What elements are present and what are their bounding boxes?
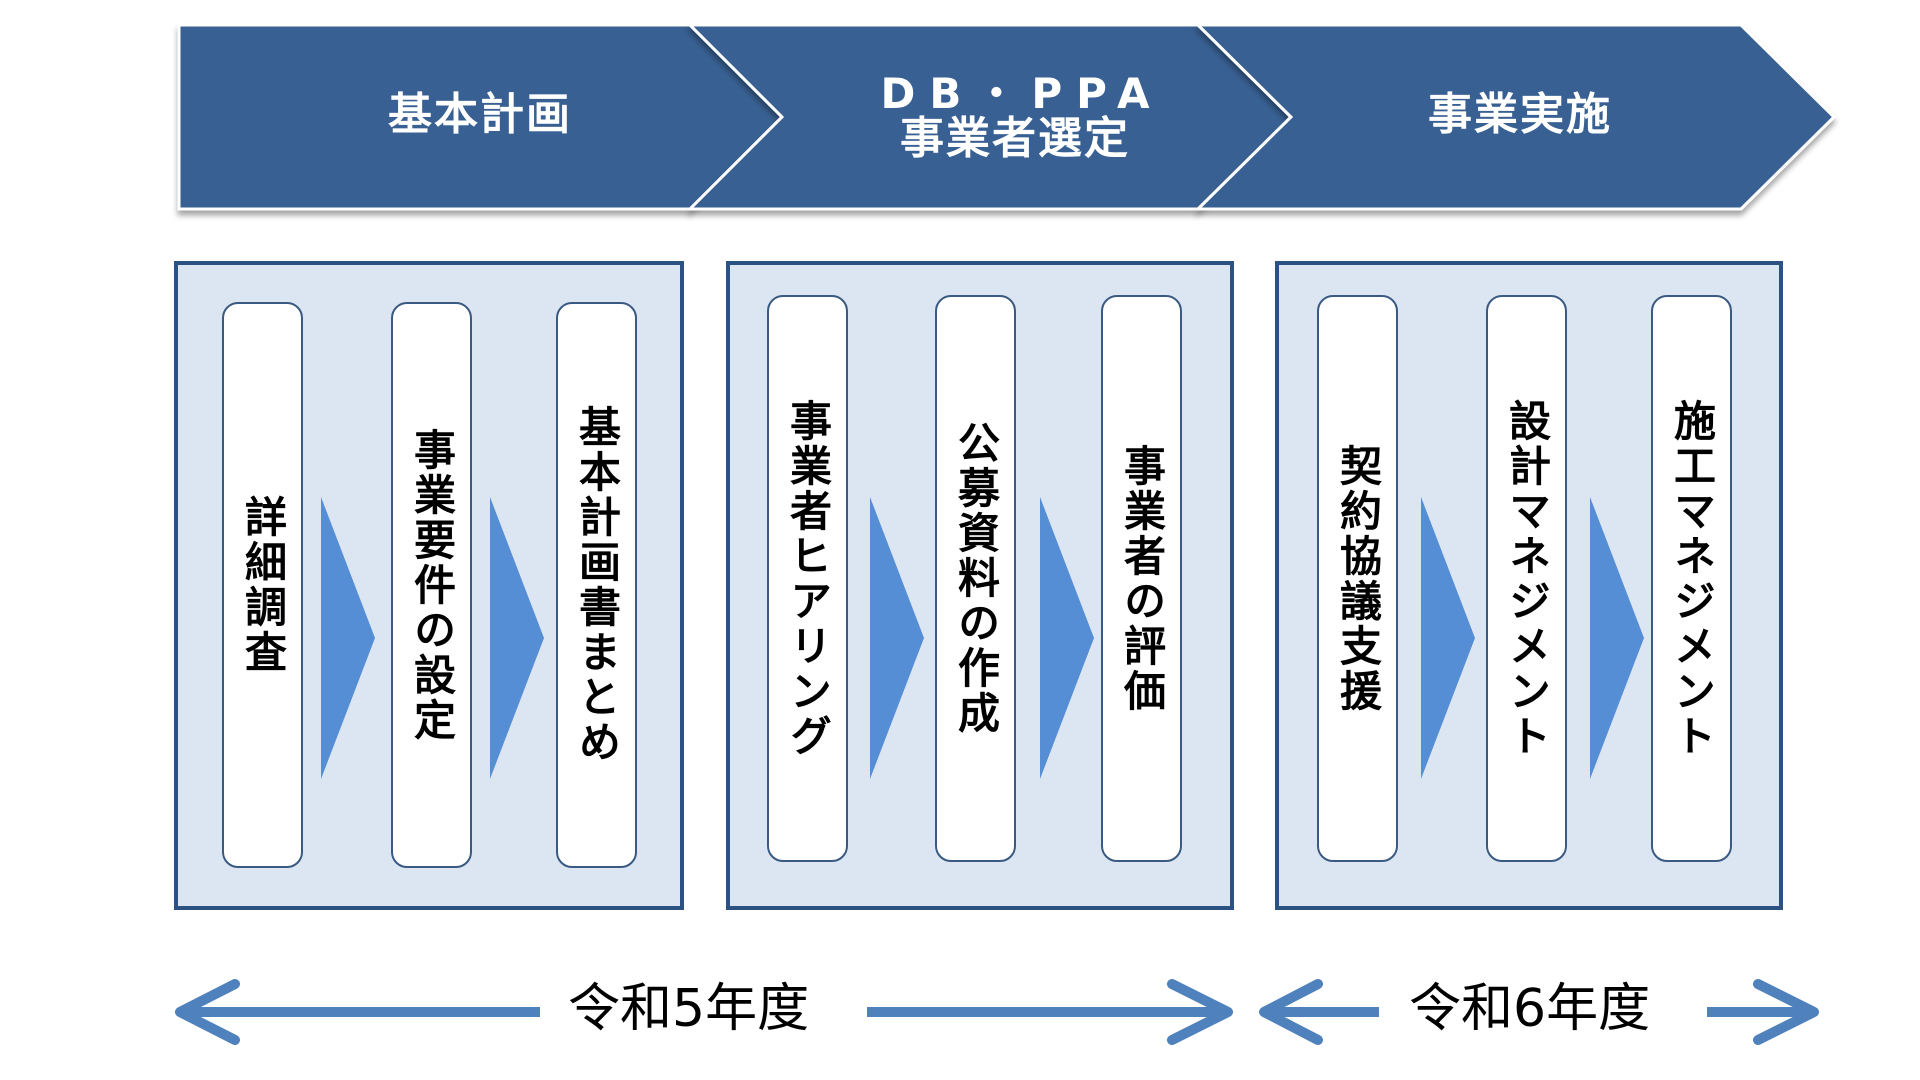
step-arrow-icon [1590, 497, 1644, 779]
step-card: 詳細調査 [222, 302, 303, 868]
phase-title: 事業者選定 [900, 113, 1130, 165]
phase-title: 事業実施 [1428, 89, 1612, 140]
step-label: 施工マネジメント [1667, 398, 1717, 759]
step-label: 基本計画書まとめ [572, 405, 622, 765]
step-card: 公募資料の作成 [935, 295, 1016, 862]
phase-abbr: DB・PPA [880, 69, 1164, 118]
arrow-left-icon [175, 979, 540, 1045]
phase-title: 基本計画 [388, 89, 572, 140]
phase-label-operator-selection: DB・PPA 事業者選定 [860, 71, 1170, 165]
phase-chevron-bar [177, 23, 1837, 211]
phase-chevron-implementation [1194, 23, 1837, 211]
step-arrow-icon [321, 497, 375, 779]
fiscal-year-label-r6: 令和6年度 [1409, 979, 1651, 1039]
step-label: 事業者の評価 [1117, 443, 1167, 714]
step-arrow-icon [490, 497, 544, 779]
arrow-right-icon [867, 979, 1233, 1045]
step-arrow-icon [1421, 497, 1475, 779]
step-card: 契約協議支援 [1317, 295, 1398, 862]
step-label: 公募資料の作成 [951, 421, 1001, 736]
step-card: 事業者の評価 [1101, 295, 1182, 862]
arrow-left-icon [1259, 979, 1379, 1045]
step-label: 事業要件の設定 [407, 427, 457, 743]
step-label: 詳細調査 [238, 495, 288, 675]
step-card: 事業要件の設定 [391, 302, 472, 868]
step-card: 事業者ヒアリング [767, 295, 848, 862]
step-card: 基本計画書まとめ [556, 302, 637, 868]
step-arrow-icon [870, 497, 924, 779]
step-card: 施工マネジメント [1651, 295, 1732, 862]
step-card: 設計マネジメント [1486, 295, 1567, 862]
phase-label-basic-plan: 基本計画 [330, 89, 630, 140]
phase-label-implementation: 事業実施 [1370, 89, 1670, 140]
step-label: 契約協議支援 [1333, 443, 1383, 714]
fiscal-year-label-r5: 令和5年度 [568, 979, 810, 1039]
step-label: 設計マネジメント [1502, 398, 1552, 759]
arrow-right-icon [1707, 979, 1819, 1045]
step-label: 事業者ヒアリング [783, 398, 833, 759]
timeline-arrows [175, 979, 1819, 1045]
step-arrow-icon [1040, 497, 1094, 779]
